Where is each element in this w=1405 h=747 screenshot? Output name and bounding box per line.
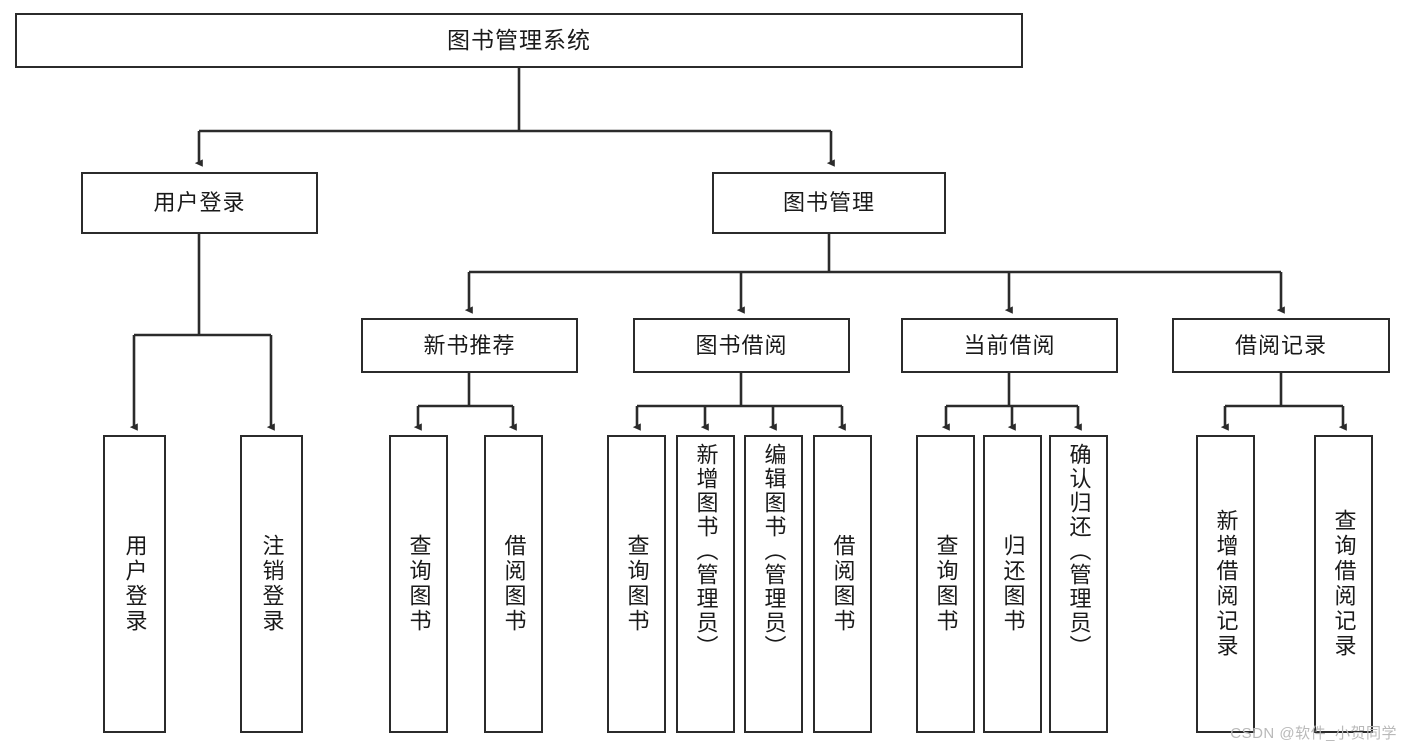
leaf-user-login-label: 用户登录 (122, 534, 148, 634)
leaf-newbook-query-book-label: 查询图书 (406, 534, 432, 634)
leaf-record-add-record-wrap: 新增借阅记录 (1198, 437, 1253, 731)
leaf-newbook-borrow-book-label: 借阅图书 (501, 534, 527, 634)
leaf-logout[interactable]: 注销登录 (240, 435, 303, 733)
node-root[interactable]: 图书管理系统 (15, 13, 1023, 68)
leaf-borrow-edit-book-wrap: 编辑图书（管理员） (746, 437, 801, 731)
leaf-current-return-book[interactable]: 归还图书 (983, 435, 1042, 733)
leaf-current-return-book-label: 归还图书 (1000, 534, 1026, 634)
node-borrow-record-label: 借阅记录 (1234, 332, 1327, 358)
node-book-management[interactable]: 图书管理 (712, 172, 946, 234)
node-user-login-label: 用户登录 (153, 190, 246, 216)
leaf-record-add-record[interactable]: 新增借阅记录 (1196, 435, 1255, 733)
leaf-borrow-edit-book-label: 编辑图书（管理员） (761, 443, 787, 659)
node-new-book-recommend-label: 新书推荐 (423, 332, 516, 358)
leaf-record-query-record[interactable]: 查询借阅记录 (1314, 435, 1373, 733)
node-current-borrow[interactable]: 当前借阅 (901, 318, 1118, 373)
leaf-record-query-record-label: 查询借阅记录 (1331, 509, 1357, 659)
leaf-borrow-query-book[interactable]: 查询图书 (607, 435, 666, 733)
leaf-borrow-add-book-wrap: 新增图书（管理员） (678, 437, 733, 731)
node-current-borrow-label: 当前借阅 (963, 332, 1056, 358)
leaf-newbook-query-book[interactable]: 查询图书 (389, 435, 448, 733)
leaf-newbook-query-book-wrap: 查询图书 (391, 437, 446, 731)
node-book-borrow-label: 图书借阅 (695, 332, 788, 358)
leaf-borrow-add-book-label: 新增图书（管理员） (693, 443, 719, 659)
leaf-newbook-borrow-book[interactable]: 借阅图书 (484, 435, 543, 733)
leaf-record-add-record-label: 新增借阅记录 (1213, 509, 1239, 659)
node-new-book-recommend[interactable]: 新书推荐 (361, 318, 578, 373)
leaf-record-query-record-wrap: 查询借阅记录 (1316, 437, 1371, 731)
leaf-borrow-borrow-book-label: 借阅图书 (830, 534, 856, 634)
node-book-borrow[interactable]: 图书借阅 (633, 318, 850, 373)
leaf-current-confirm-return-wrap: 确认归还（管理员） (1051, 437, 1106, 731)
leaf-logout-label: 注销登录 (259, 534, 285, 634)
leaf-user-login[interactable]: 用户登录 (103, 435, 166, 733)
leaf-current-query-book[interactable]: 查询图书 (916, 435, 975, 733)
leaf-borrow-edit-book[interactable]: 编辑图书（管理员） (744, 435, 803, 733)
leaf-current-query-book-wrap: 查询图书 (918, 437, 973, 731)
node-user-login[interactable]: 用户登录 (81, 172, 318, 234)
leaf-current-confirm-return-label: 确认归还（管理员） (1066, 443, 1092, 659)
leaf-borrow-borrow-book[interactable]: 借阅图书 (813, 435, 872, 733)
leaf-logout-wrap: 注销登录 (242, 437, 301, 731)
leaf-current-query-book-label: 查询图书 (933, 534, 959, 634)
leaf-borrow-query-book-label: 查询图书 (624, 534, 650, 634)
leaf-newbook-borrow-book-wrap: 借阅图书 (486, 437, 541, 731)
leaf-current-return-book-wrap: 归还图书 (985, 437, 1040, 731)
leaf-current-confirm-return[interactable]: 确认归还（管理员） (1049, 435, 1108, 733)
leaf-borrow-query-book-wrap: 查询图书 (609, 437, 664, 731)
leaf-borrow-add-book[interactable]: 新增图书（管理员） (676, 435, 735, 733)
leaf-borrow-borrow-book-wrap: 借阅图书 (815, 437, 870, 731)
leaf-user-login-wrap: 用户登录 (105, 437, 164, 731)
node-book-management-label: 图书管理 (782, 190, 875, 216)
node-root-label: 图书管理系统 (447, 27, 591, 54)
node-borrow-record[interactable]: 借阅记录 (1172, 318, 1390, 373)
